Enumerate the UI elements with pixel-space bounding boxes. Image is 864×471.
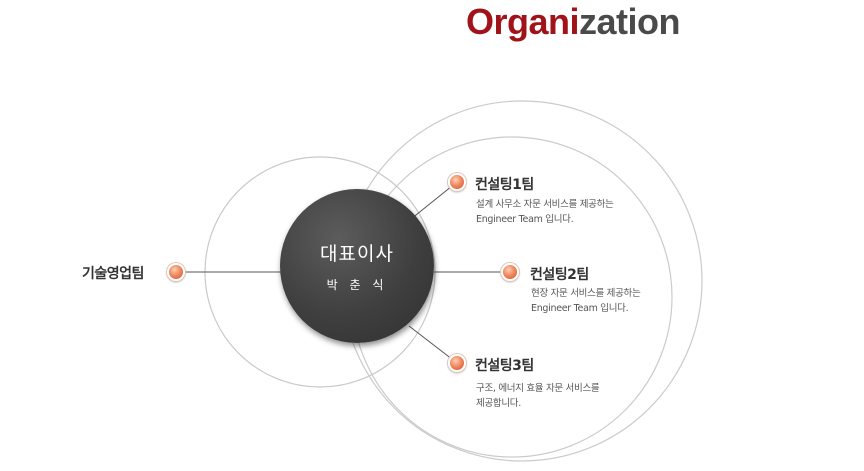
- team1-node: [448, 173, 466, 191]
- sales-team-label: 기술영업팀: [82, 266, 144, 282]
- team2-node: [501, 263, 519, 281]
- team3-desc-line1: 구조, 에너지 효율 자문 서비스를: [476, 383, 600, 394]
- ceo-circle: 대표이사 박 춘 식: [280, 189, 434, 343]
- title-rest-part: zation: [579, 1, 681, 42]
- team3-node: [448, 354, 466, 372]
- team2-label: 컨설팅2팀: [530, 267, 589, 283]
- team1-desc-line2: Engineer Team 입니다.: [476, 214, 574, 225]
- team2-desc-line1: 현장 자문 서비스를 제공하는: [531, 288, 641, 299]
- team2-desc-line2: Engineer Team 입니다.: [531, 303, 629, 314]
- team1-label: 컨설팅1팀: [475, 177, 534, 193]
- team3-label: 컨설팅3팀: [475, 358, 534, 374]
- sales-team-node: [167, 263, 185, 281]
- page-title: Organization: [0, 0, 864, 44]
- team1-desc-line1: 설계 사무소 자문 서비스를 제공하는: [476, 199, 614, 210]
- connector-team1: [410, 181, 458, 220]
- ceo-name: 박 춘 식: [326, 278, 388, 292]
- ceo-role: 대표이사: [320, 243, 394, 265]
- team3-desc-line2: 제공합니다.: [476, 398, 521, 409]
- title-accent-part: Organi: [465, 1, 580, 42]
